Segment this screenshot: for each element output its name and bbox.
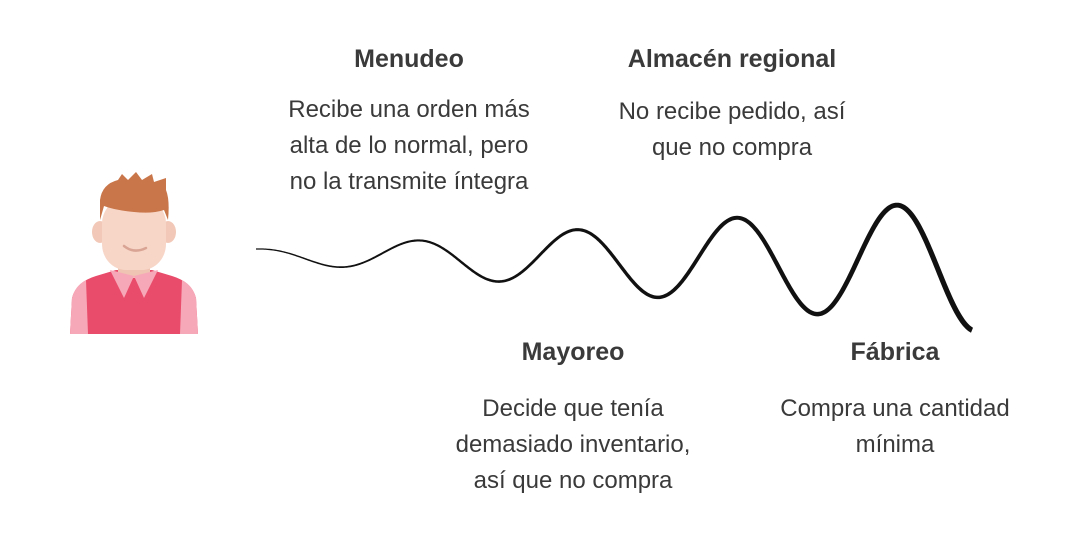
stage-title-menudeo: Menudeo (354, 45, 464, 73)
stage-desc-almacen-regional: No recibe pedido, así que no compra (592, 94, 872, 166)
collar (110, 270, 134, 298)
stage-desc-line: alta de lo normal, pero (289, 132, 529, 159)
stage-desc-mayoreo: Decide que tenía demasiado inventario, a… (428, 391, 718, 499)
face (102, 198, 166, 270)
stage-desc-line: Decide que tenía (482, 395, 664, 422)
stage-desc-menudeo: Recibe una orden más alta de lo normal, … (266, 92, 552, 200)
stage-desc-line: Compra una cantidad (780, 395, 1010, 422)
smile (122, 244, 148, 252)
stage-desc-line: así que no compra (473, 467, 673, 494)
stage-desc-line: no la transmite íntegra (289, 168, 529, 195)
stage-desc-fabrica: Compra una cantidad mínima (754, 391, 1036, 463)
hair (100, 172, 169, 220)
stage-desc-line: No recibe pedido, así (618, 98, 846, 125)
shirt (70, 270, 198, 334)
stage-desc-line: mínima (855, 431, 935, 458)
stage-desc-line: que no compra (651, 134, 813, 161)
customer-person-icon (70, 172, 198, 334)
stage-title-almacen-regional: Almacén regional (627, 45, 837, 73)
stage-desc-line: demasiado inventario, (455, 431, 691, 458)
wave-line (256, 202, 974, 333)
stage-title-mayoreo: Mayoreo (521, 338, 625, 366)
stage-desc-line: Recibe una orden más (288, 96, 530, 123)
stage-title-fabrica: Fábrica (850, 338, 940, 366)
